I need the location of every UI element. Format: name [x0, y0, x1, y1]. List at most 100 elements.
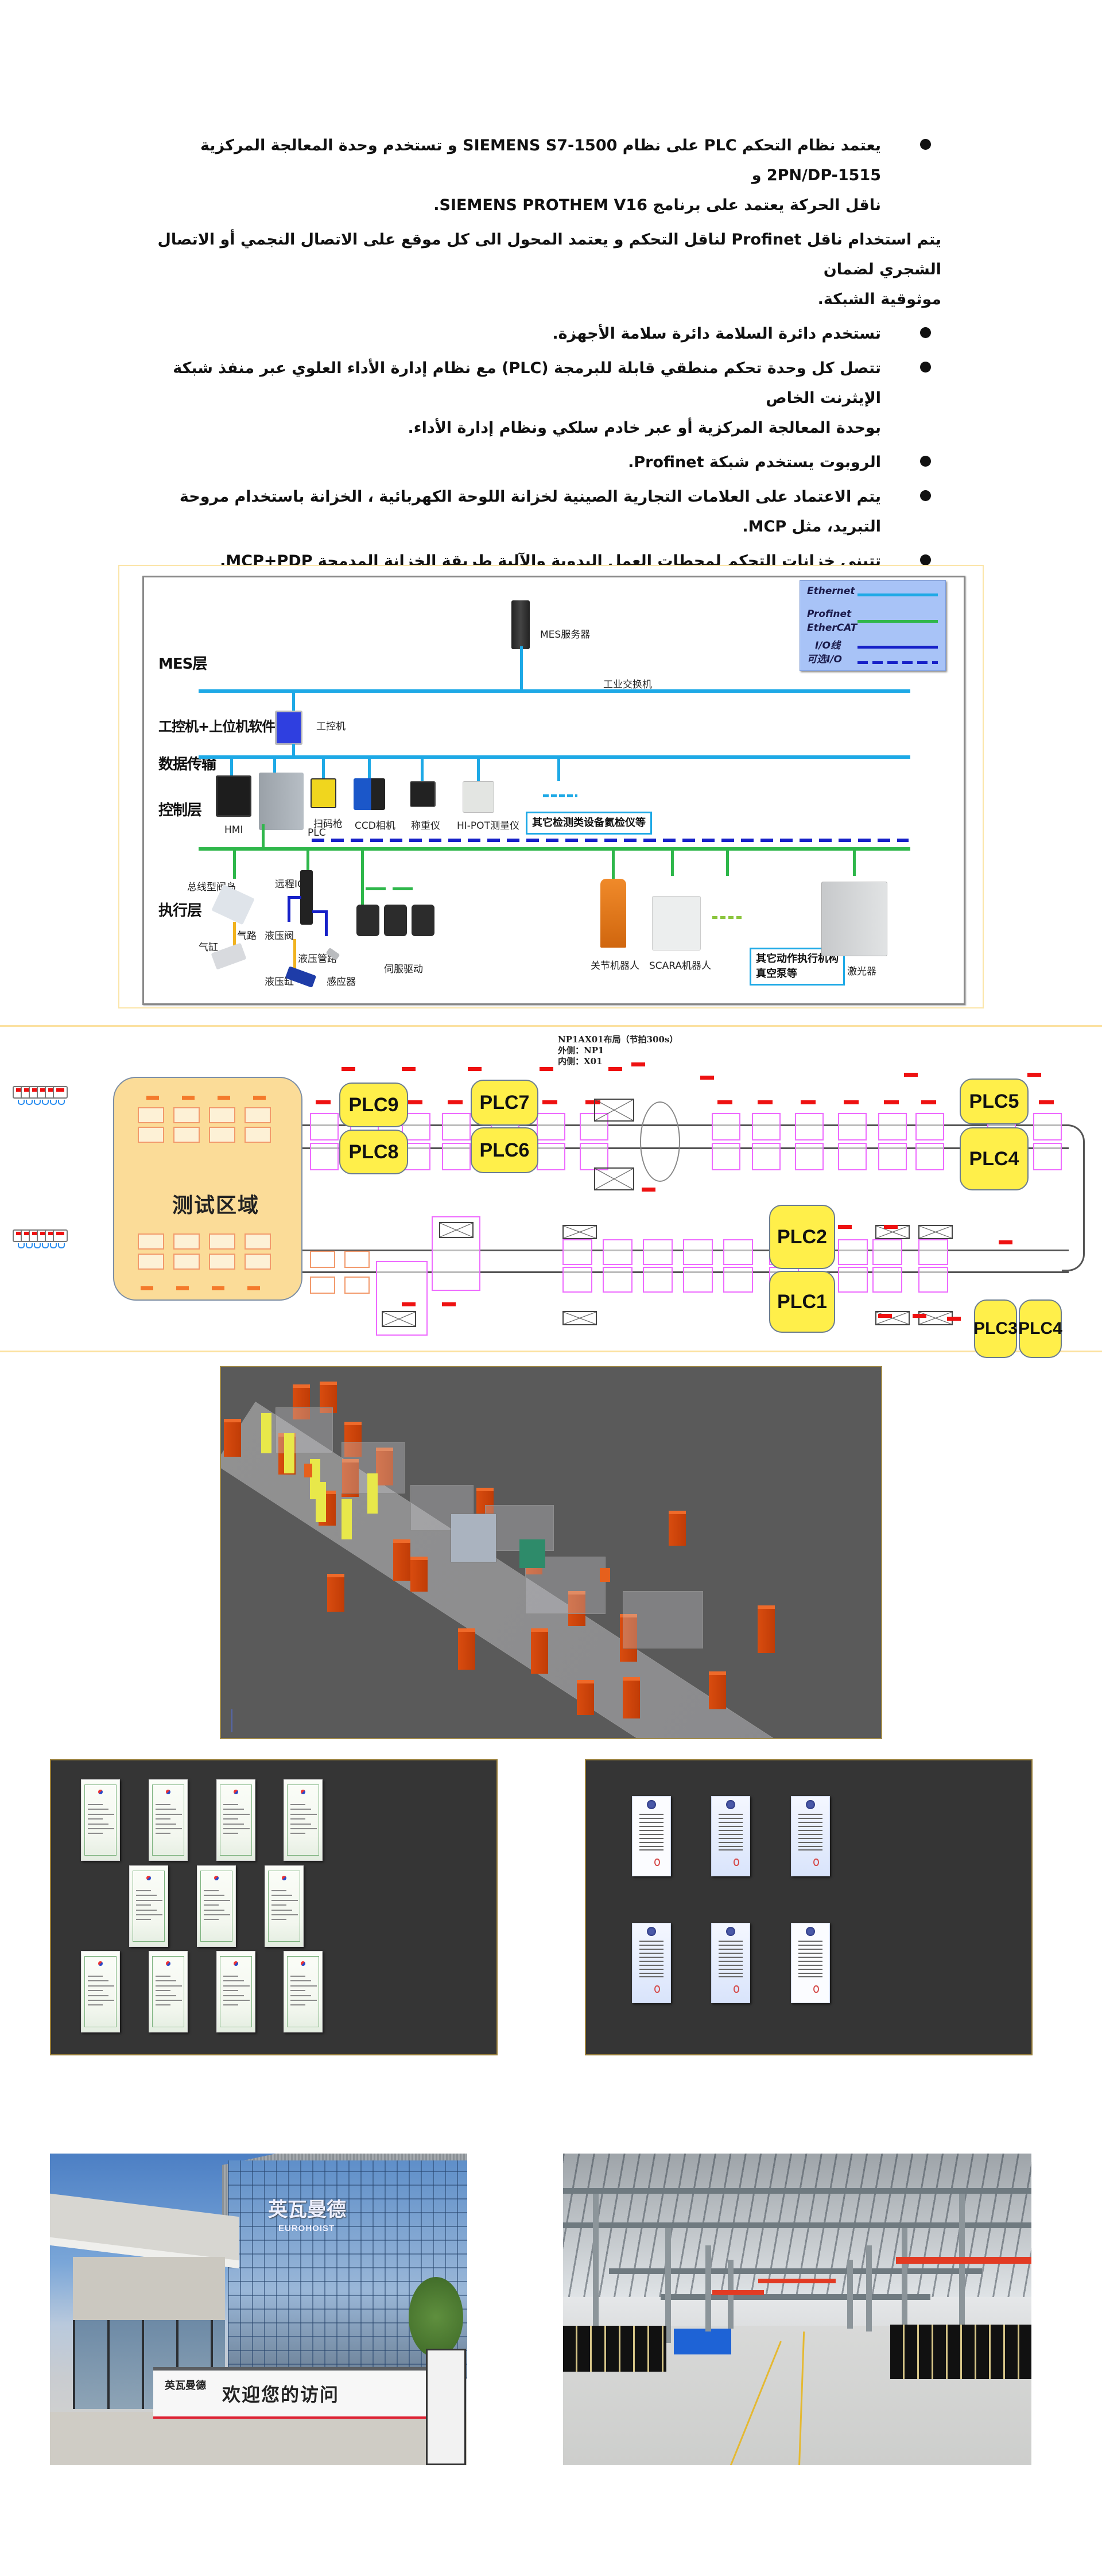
station	[838, 1143, 867, 1170]
return-loop	[1062, 1124, 1085, 1271]
legend-label: Profinet	[807, 608, 852, 620]
certificate-stamp-icon	[813, 1858, 819, 1867]
ipc-link	[292, 692, 295, 712]
more-actuators-dash	[712, 916, 744, 919]
legend-line-swatch	[857, 620, 938, 623]
gate-brand: 英瓦曼德	[165, 2380, 206, 2392]
pillar	[709, 1671, 726, 1709]
plc-layout-outer: 外侧：NP1	[558, 1045, 604, 1056]
station	[344, 1251, 370, 1268]
material-stack	[563, 2326, 666, 2372]
ccd-label: CCD相机	[355, 820, 395, 832]
roof-beam	[661, 2294, 930, 2300]
certificate-text-line	[87, 1828, 114, 1829]
certificate-text-line	[798, 1841, 823, 1843]
safety-panel	[316, 1482, 326, 1522]
hmi-link	[230, 758, 233, 775]
certificate-text-line	[223, 1985, 250, 1987]
marker	[408, 1100, 422, 1104]
certificate-text-line	[718, 1826, 743, 1828]
air-path-line	[233, 922, 236, 948]
certificate-text-line	[223, 1813, 250, 1815]
certificate-text-line	[290, 1809, 311, 1810]
safety-panel	[284, 1433, 294, 1473]
layer-label-mes: MES层	[158, 655, 207, 673]
patent-certificate	[284, 1779, 323, 1861]
station	[838, 1239, 868, 1265]
certificate-text-line	[87, 1804, 103, 1805]
certificate-text-line	[639, 1829, 664, 1831]
patent-certificate	[284, 1951, 323, 2032]
certificate-text-line	[639, 1822, 664, 1824]
certificate-text-line	[87, 1985, 114, 1987]
air-path-label: 气路	[237, 930, 257, 942]
hyd-valve-label: 液压阀	[265, 930, 294, 942]
legend-line-swatch	[857, 661, 938, 664]
certificate-text-line	[271, 1895, 292, 1896]
safety-panel	[261, 1413, 271, 1453]
legend-line-swatch	[857, 646, 938, 649]
hmi-icon	[216, 775, 251, 817]
test-station	[173, 1233, 200, 1250]
marker	[402, 1067, 416, 1071]
steel-column	[705, 2245, 711, 2331]
station	[562, 1239, 592, 1265]
gate-post	[426, 2349, 466, 2465]
certificate-logo	[98, 1789, 103, 1795]
station	[838, 1113, 867, 1140]
servo-icon	[412, 905, 434, 936]
certificate-text-line	[798, 1837, 823, 1839]
text-line: تتصل كل وحدة تحكم منطقي قابلة للبرمجة (P…	[173, 359, 881, 407]
more-devices-dash	[543, 794, 577, 797]
bullet-item: يعتمد نظام التحكم PLC على نظام SIEMENS S…	[155, 131, 941, 220]
certificate-text-line	[290, 1990, 305, 1992]
certificate-text-line	[290, 1823, 311, 1825]
certificate-text-line	[290, 2004, 305, 2006]
robot-icon	[600, 1568, 610, 1582]
certificate-text-line	[135, 1919, 151, 1921]
certificate-text-line	[155, 1833, 170, 1834]
certificate-logo	[301, 1961, 305, 1966]
station	[1033, 1113, 1062, 1140]
certificate-seal-icon	[726, 1799, 735, 1810]
plc-zone: PLC8	[339, 1130, 408, 1174]
certificate-text-line	[223, 1995, 244, 1996]
station	[795, 1143, 824, 1170]
certificate-text-line	[155, 2004, 170, 2006]
station	[712, 1143, 740, 1170]
test-station	[209, 1233, 235, 1250]
certificate-text-line	[290, 1833, 305, 1834]
marker	[542, 1100, 557, 1104]
certificate-text-line	[155, 1828, 182, 1829]
station	[603, 1267, 633, 1293]
certificate-text-line	[223, 1818, 238, 1820]
green-cabinet	[519, 1539, 545, 1568]
text-line: بوحدة المعالجة المركزية أو عبر خادم سلكي…	[408, 419, 881, 437]
certificate-border	[287, 1956, 319, 2027]
air-cylinder-label: 气缸	[199, 942, 218, 953]
scale-link	[421, 758, 424, 781]
station	[603, 1239, 633, 1265]
ccd-link	[368, 758, 371, 778]
other-test-devices-note: 其它检测类设备氦检仪等	[526, 812, 652, 835]
roof-beam	[609, 2268, 982, 2274]
marker	[884, 1225, 898, 1229]
marker	[468, 1067, 482, 1071]
bullet-icon	[920, 456, 931, 467]
station	[310, 1113, 339, 1140]
station	[795, 1113, 824, 1140]
marker	[904, 1073, 918, 1077]
marker	[448, 1100, 463, 1104]
material-stack	[890, 2325, 1031, 2379]
scara-link	[671, 850, 674, 876]
ethernet-bus-data	[199, 755, 910, 759]
marker	[212, 1286, 224, 1290]
marker	[700, 1076, 714, 1080]
certificate-text-line	[718, 1841, 743, 1843]
certificate-text-line	[290, 1818, 305, 1820]
certificate-text-line	[639, 1968, 664, 1970]
ipc-label: 工控机	[316, 721, 346, 732]
iso-certificate	[711, 1796, 750, 1876]
station	[878, 1143, 907, 1170]
sensor-label: 感应器	[327, 976, 356, 988]
